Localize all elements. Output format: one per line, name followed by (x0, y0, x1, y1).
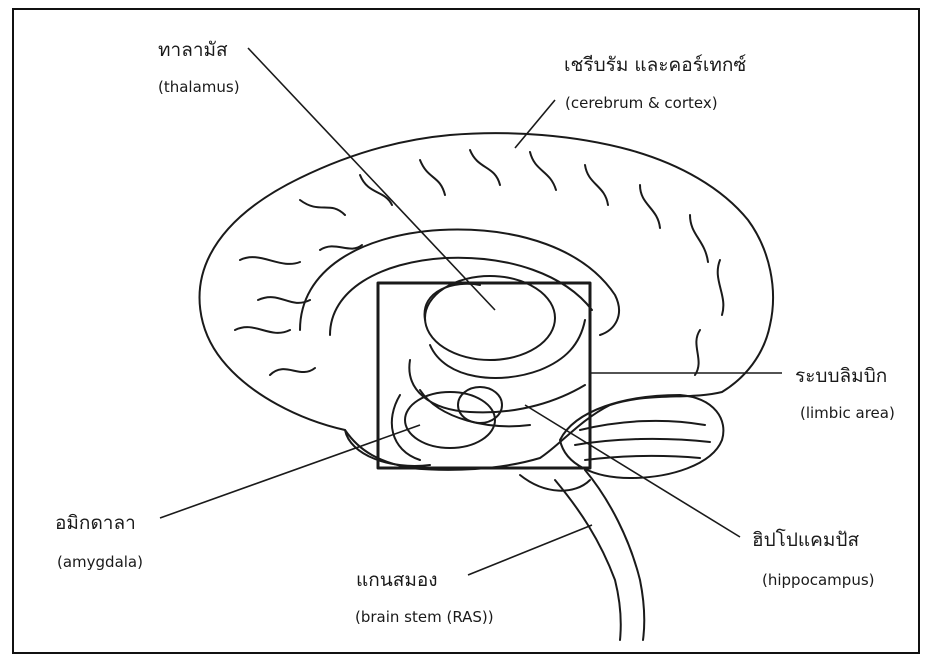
cerebrum-english-label: (cerebrum & cortex) (565, 94, 718, 112)
hippocampus-english-label: (hippocampus) (762, 571, 875, 589)
brainstem-thai-label: แกนสมอง (356, 565, 438, 595)
callosum-arc (330, 258, 592, 335)
cerebellum (560, 395, 723, 478)
gyri-lines (235, 150, 723, 375)
thalamus-thai-label: ทาลามัส (158, 35, 228, 65)
limbic-english-label: (limbic area) (800, 404, 895, 422)
leader-brainstem (468, 525, 592, 575)
amygdala-english-label: (amygdala) (57, 553, 143, 571)
cerebellum-folds (575, 421, 710, 460)
brainstem-english-label: (brain stem (RAS)) (355, 608, 494, 626)
thalamus-english-label: (thalamus) (158, 78, 240, 96)
amygdala-shape (405, 392, 495, 448)
limbic-thai-label: ระบบลิมบิก (795, 361, 887, 391)
leader-amygdala (160, 425, 420, 518)
brain-stem (555, 470, 644, 640)
hippocampus-thai-label: ฮิปโปแคมปัส (752, 525, 859, 555)
hippocampus-shape (458, 387, 502, 423)
amygdala-thai-label: อมิกดาลา (55, 508, 136, 538)
leader-hippocampus (525, 405, 740, 537)
cerebrum-thai-label: เชรีบรัม และคอร์เทกซ์ (564, 50, 746, 80)
fornix-curve (425, 284, 585, 378)
leader-thalamus (248, 48, 495, 310)
pons (520, 475, 590, 491)
temporal-lobe (345, 395, 430, 466)
leader-cerebrum (515, 100, 555, 148)
